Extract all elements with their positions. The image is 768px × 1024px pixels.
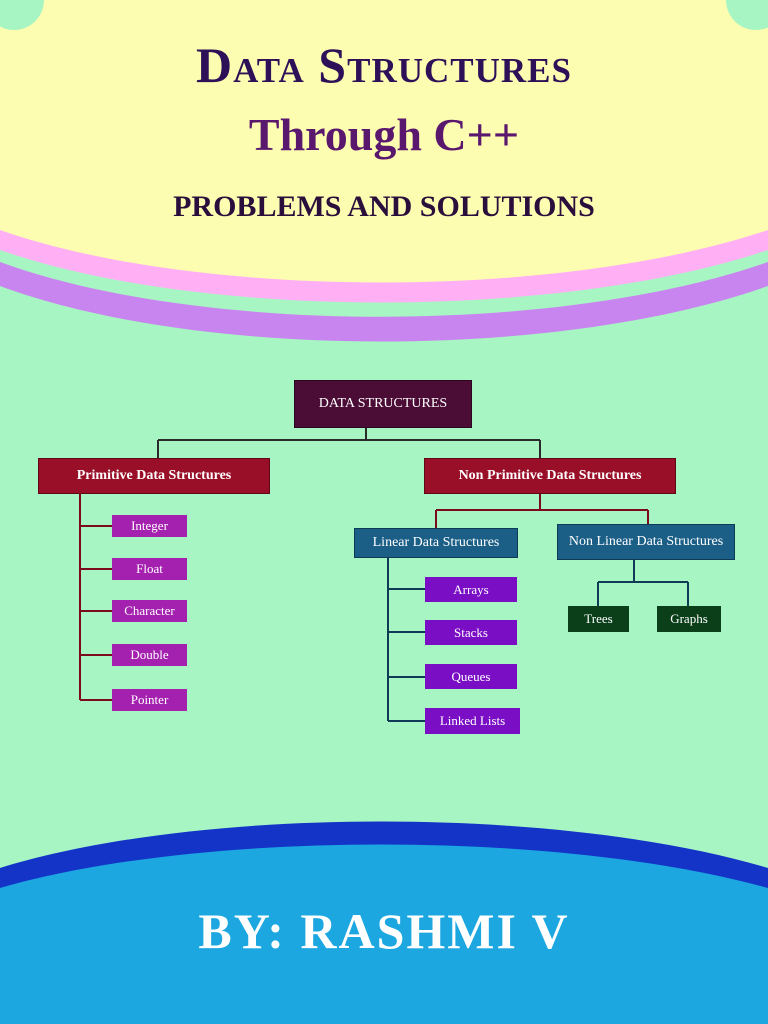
connector-lines (79, 428, 689, 722)
book-title: Data Structures (196, 37, 572, 93)
book-subtitle: Through C++ (248, 109, 520, 160)
node-non-primitive: Non Primitive Data Structures (424, 458, 676, 494)
node-queues: Queues (425, 664, 517, 689)
yellow-top-band (0, 0, 768, 283)
node-primitive: Primitive Data Structures (38, 458, 270, 494)
node-non-linear: Non Linear Data Structures (557, 524, 735, 560)
node-character: Character (112, 600, 187, 622)
node-linked-lists: Linked Lists (425, 708, 520, 734)
node-pointer: Pointer (112, 689, 187, 711)
node-arrays: Arrays (425, 577, 517, 602)
purple-stripe (0, 262, 768, 342)
node-float: Float (112, 558, 187, 580)
node-graphs: Graphs (657, 606, 721, 632)
corner-decoration-right (726, 0, 768, 30)
dark-blue-stripe (0, 821, 768, 888)
pink-stripe (0, 230, 768, 303)
node-linear: Linear Data Structures (354, 528, 518, 558)
node-data-structures: DATA STRUCTURES (294, 380, 472, 428)
node-trees: Trees (568, 606, 629, 632)
blue-bottom-band (0, 835, 768, 1024)
node-integer: Integer (112, 515, 187, 537)
node-stacks: Stacks (425, 620, 517, 645)
book-tagline: PROBLEMS AND SOLUTIONS (173, 190, 595, 223)
node-double: Double (112, 644, 187, 666)
author-credit: BY: RASHMI V (198, 903, 570, 959)
corner-decoration-left (0, 0, 44, 30)
